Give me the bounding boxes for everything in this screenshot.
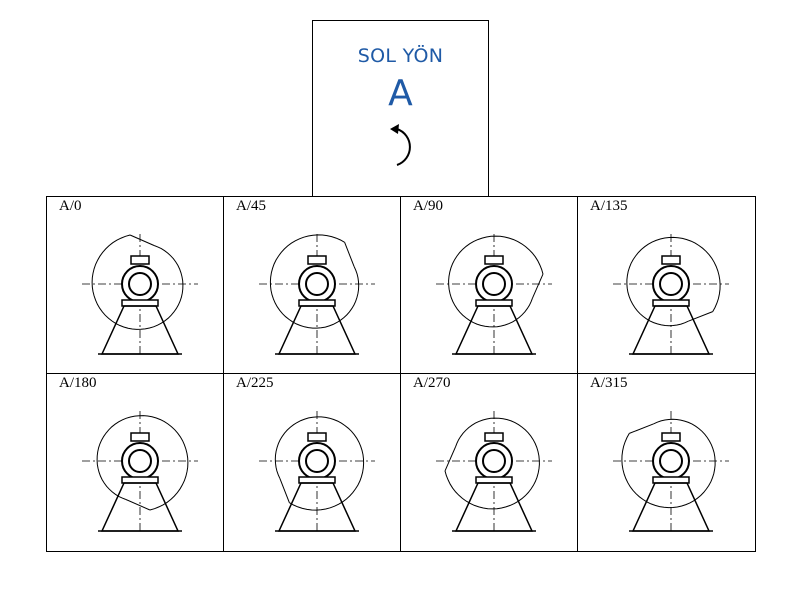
fan-schematic: [613, 411, 729, 533]
fan-volute: [96, 415, 189, 511]
fan-volute: [448, 235, 544, 328]
motor-shaft-ring: [482, 449, 506, 473]
motor-housing: [652, 265, 690, 303]
fan-volute: [274, 416, 365, 511]
position-label: A/315: [590, 375, 628, 391]
position-label: A/225: [236, 375, 274, 391]
position-cell[interactable]: A/225: [224, 374, 401, 551]
motor-shaft-ring: [482, 272, 506, 296]
motor-housing: [298, 442, 336, 480]
motor-shaft-ring: [659, 449, 683, 473]
position-cell[interactable]: A/180: [47, 374, 224, 551]
fan-outlet: [532, 273, 544, 299]
position-cell[interactable]: A/315: [578, 374, 755, 551]
fan-volute: [626, 236, 721, 327]
motor-shaft-ring: [128, 272, 152, 296]
position-cell[interactable]: A/0: [47, 197, 224, 374]
motor-mount: [652, 299, 690, 307]
fan-schematic: [436, 234, 552, 356]
fan-outlet: [129, 234, 155, 246]
direction-header: SOL YÖN A: [312, 20, 489, 197]
motor-top: [307, 255, 327, 265]
motor-shaft-ring: [305, 272, 329, 296]
fan-volute: [269, 234, 360, 329]
fan-volute: [91, 234, 184, 330]
fan-schematic: [82, 411, 198, 533]
position-cell[interactable]: A/90: [401, 197, 578, 374]
fan-schematic: [259, 411, 375, 533]
motor-housing: [475, 442, 513, 480]
fan-outlet: [125, 499, 151, 511]
fan-schematic: [259, 234, 375, 356]
motor-top: [484, 255, 504, 265]
motor-housing: [121, 442, 159, 480]
motor-top: [130, 432, 150, 442]
fan-schematic: [436, 411, 552, 533]
motor-housing: [652, 442, 690, 480]
motor-housing: [298, 265, 336, 303]
counterclockwise-arrow-icon: [390, 124, 411, 166]
position-cell[interactable]: A/135: [578, 197, 755, 374]
position-cell[interactable]: A/45: [224, 197, 401, 374]
position-cell[interactable]: A/270: [401, 374, 578, 551]
motor-shaft-ring: [305, 449, 329, 473]
motor-housing: [475, 265, 513, 303]
fan-outlet: [444, 446, 456, 472]
position-label: A/135: [590, 198, 628, 214]
motor-top: [484, 432, 504, 442]
motor-mount: [121, 299, 159, 307]
fan-volute: [444, 417, 540, 510]
fan-schematic: [82, 234, 198, 356]
motor-mount: [475, 476, 513, 484]
motor-top: [307, 432, 327, 442]
motor-top: [130, 255, 150, 265]
motor-mount: [652, 476, 690, 484]
motor-mount: [298, 476, 336, 484]
direction-title: SOL YÖN: [357, 45, 444, 67]
position-label: A/270: [413, 375, 451, 391]
motor-mount: [121, 476, 159, 484]
fan-outlet: [344, 242, 355, 267]
motor-top: [661, 432, 681, 442]
position-label: A/0: [59, 198, 82, 214]
position-label: A/180: [59, 375, 97, 391]
motor-shaft-ring: [128, 449, 152, 473]
fan-outlet: [629, 423, 654, 434]
position-label: A/45: [236, 198, 266, 214]
fan-volute: [621, 418, 716, 509]
position-label: A/90: [413, 198, 443, 214]
direction-letter: A: [388, 73, 413, 114]
motor-shaft-ring: [659, 272, 683, 296]
motor-top: [661, 255, 681, 265]
fan-schematic: [613, 234, 729, 356]
motor-mount: [475, 299, 513, 307]
motor-mount: [298, 299, 336, 307]
motor-housing: [121, 265, 159, 303]
fan-outlet: [688, 311, 713, 322]
fan-position-grid: A/0 A/45 A/90 A/135 A/180 A/225 A/270 A/…: [46, 196, 756, 552]
fan-outlet: [279, 478, 290, 503]
